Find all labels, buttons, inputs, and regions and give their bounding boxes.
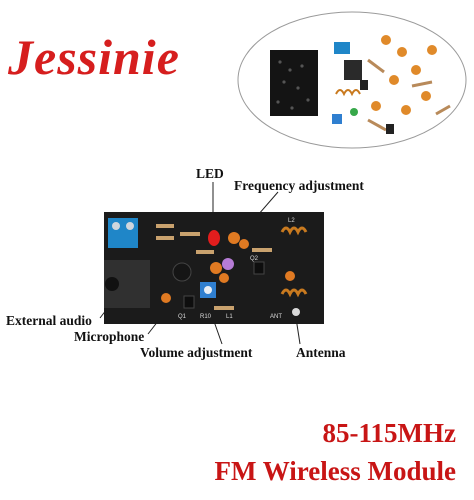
callout-volume-adjustment: Volume adjustment bbox=[140, 345, 253, 360]
fm-module-board: Q1 R10 L1 ANT L2 Q2 bbox=[104, 212, 324, 324]
silk-l2: L2 bbox=[288, 218, 295, 224]
silk-q2: Q2 bbox=[250, 256, 259, 262]
silk-ant: ANT bbox=[270, 314, 282, 320]
silk-r10: R10 bbox=[200, 314, 212, 320]
callout-antenna: Antenna bbox=[296, 345, 346, 360]
callout-frequency-adjustment: Frequency adjustment bbox=[234, 178, 364, 193]
silk-q1: Q1 bbox=[178, 314, 187, 320]
product-title-heading: FM Wireless Module bbox=[214, 456, 456, 486]
brand-logo: Jessinie bbox=[8, 29, 180, 85]
kit-components-image bbox=[237, 11, 467, 149]
callout-microphone: Microphone bbox=[74, 329, 145, 344]
callout-led: LED bbox=[196, 166, 224, 181]
callout-external-audio: External audio bbox=[6, 313, 92, 328]
frequency-range-heading: 85-115MHz bbox=[322, 418, 456, 448]
silk-l1: L1 bbox=[226, 314, 233, 320]
